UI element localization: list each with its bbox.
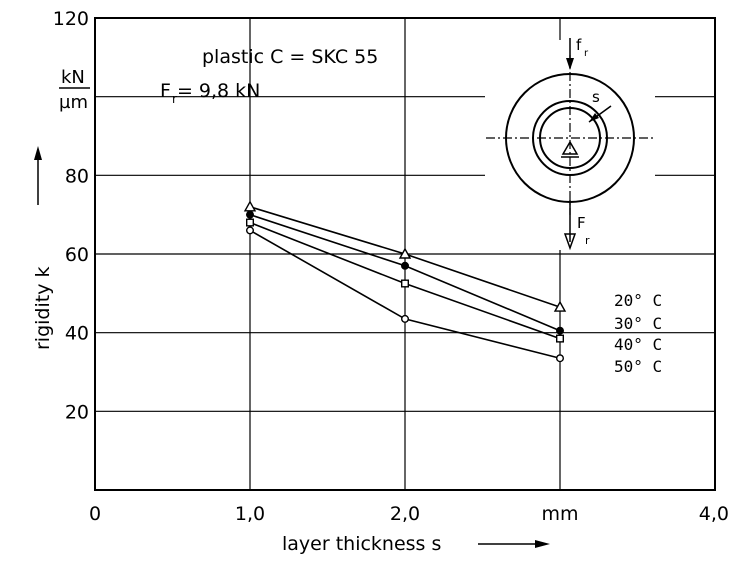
x-tick-label: 4,0 — [699, 503, 729, 525]
bearing-diagram: f r F r s — [485, 36, 655, 251]
y-axis-label: rigidity k — [32, 266, 54, 350]
tick-labels: 20 40 60 80 120 0 1,0 2,0 mm 4,0 — [53, 8, 729, 525]
x-axis-arrowhead — [535, 540, 550, 548]
series-legend: 20° C 30° C 40° C 50° C — [614, 291, 662, 376]
thickness-arrowhead — [589, 113, 599, 122]
data-point — [556, 326, 565, 335]
force-subscript: r — [172, 92, 177, 106]
thickness-label: s — [592, 88, 600, 106]
y-unit-numerator: kN — [61, 67, 85, 88]
y-unit-denominator: µm — [59, 92, 88, 113]
x-tick-label: 2,0 — [390, 503, 420, 525]
data-point — [245, 218, 254, 227]
support-symbol — [561, 140, 579, 155]
data-point — [398, 247, 412, 259]
x-axis-label: layer thickness s — [282, 533, 441, 555]
legend-entry: 50° C — [614, 357, 662, 376]
y-tick-label: 60 — [65, 244, 89, 266]
x-tick-label: 1,0 — [235, 503, 265, 525]
data-point — [245, 210, 254, 219]
data-point — [556, 334, 565, 343]
data-point — [401, 261, 410, 270]
series-markers — [243, 200, 567, 363]
data-point — [401, 314, 410, 323]
material-annotation: plastic C = SKC 55 — [202, 46, 378, 68]
y-tick-label: 20 — [65, 401, 89, 423]
y-tick-label: 40 — [65, 323, 89, 345]
top-force-label: f — [576, 36, 582, 54]
bottom-force-label: F — [577, 214, 586, 232]
legend-entry: 40° C — [614, 335, 662, 354]
y-tick-label: 120 — [53, 8, 89, 30]
y-axis-arrowhead — [34, 146, 42, 160]
y-tick-label: 80 — [65, 165, 89, 187]
top-force-subscript: r — [584, 48, 589, 59]
data-point — [245, 226, 254, 235]
top-force-arrowhead — [566, 58, 574, 70]
legend-entry: 30° C — [614, 314, 662, 333]
bottom-force-arrowhead — [563, 233, 577, 251]
data-point — [553, 300, 567, 312]
data-point — [401, 279, 410, 288]
force-annotation: F = 9,8 kN — [160, 80, 260, 102]
x-tick-label: 0 — [89, 503, 101, 525]
data-point — [556, 354, 565, 363]
plot-frame — [94, 17, 716, 491]
data-point — [243, 200, 257, 212]
x-tick-label: mm — [541, 503, 578, 525]
legend-entry: 20° C — [614, 291, 662, 310]
bottom-force-subscript: r — [585, 234, 590, 247]
